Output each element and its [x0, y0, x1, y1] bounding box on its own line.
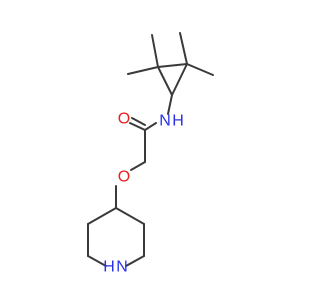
piperidine-bond-6 — [87, 207, 117, 225]
ether-oxygen-label: O — [118, 169, 130, 186]
methyl-bond-1 — [151, 34, 159, 68]
piperidine-bond-3 — [125, 255, 145, 267]
piperidine-hydrogen-label: H — [103, 259, 115, 276]
methyl-bond-2 — [127, 66, 159, 75]
atom-amide-nitrogen: N H — [159, 113, 184, 130]
piperidine-bond-4 — [87, 255, 107, 267]
methylene-oxygen-bond — [130, 161, 146, 171]
methyl-bond-4 — [186, 63, 214, 76]
ring-bond-2 — [157, 66, 173, 96]
atom-carbonyl-oxygen: O — [118, 111, 130, 128]
amide-nitrogen-label: N — [159, 113, 171, 130]
amide-hydrogen-label: H — [172, 113, 184, 130]
piperidine-ring — [87, 185, 145, 267]
acetamide-linker — [129, 94, 173, 171]
carbonyl-double-bond-2 — [131, 117, 146, 126]
structure-diagram: O N H O H N — [87, 32, 214, 276]
carbonyl-double-bond-1 — [129, 122, 146, 131]
carbonyl-oxygen-label: O — [118, 111, 130, 128]
atom-piperidine-nitrogen: H N — [103, 259, 128, 276]
ring-bond-1 — [157, 63, 188, 68]
nitrogen-carbonyl-bond — [144, 122, 157, 131]
ring-bond-3 — [171, 63, 188, 96]
piperidine-bond-1 — [115, 207, 145, 225]
atom-ether-oxygen: O — [118, 169, 130, 186]
methyl-bond-3 — [179, 32, 188, 65]
cyclopropyl-nitrogen-bond — [167, 94, 173, 115]
piperidine-nitrogen-label: N — [116, 259, 128, 276]
tetramethylcyclopropyl-group — [127, 32, 214, 96]
